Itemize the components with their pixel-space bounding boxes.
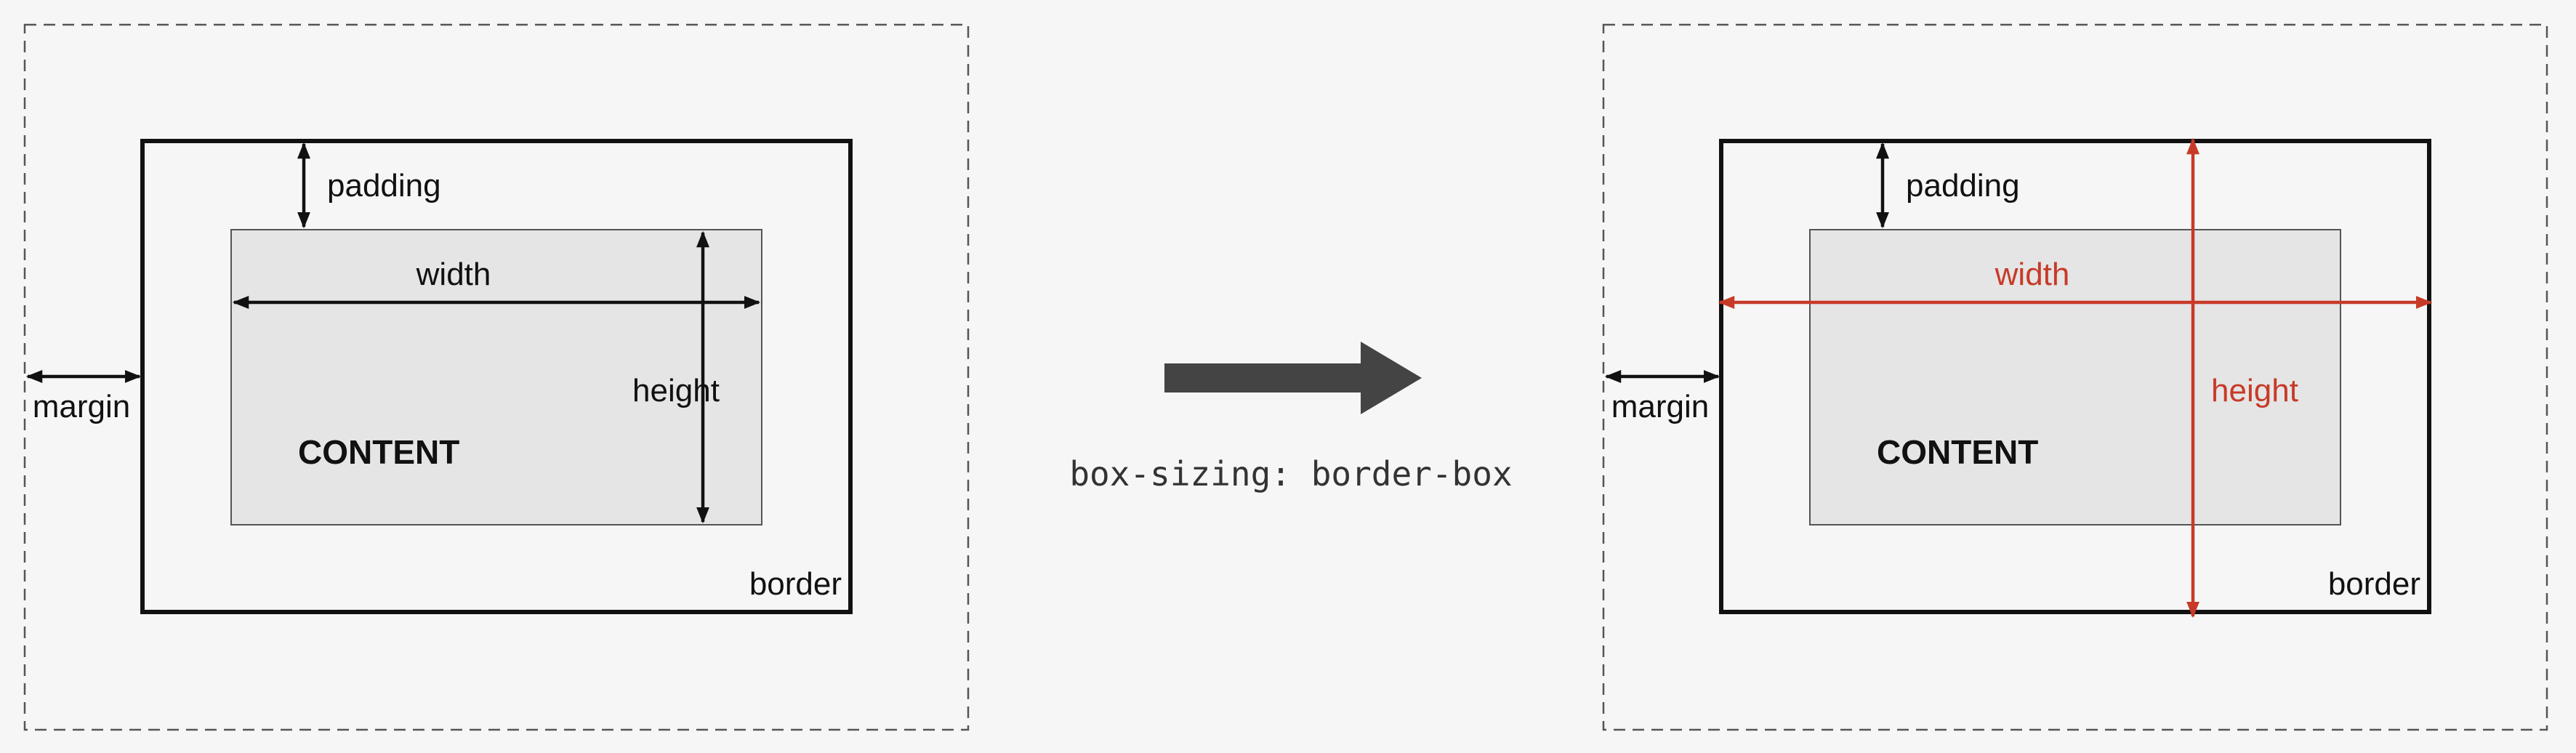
- width-label: width: [1995, 257, 2070, 292]
- border-label: border: [749, 566, 842, 602]
- margin-area: [23, 23, 970, 731]
- content-area: [230, 229, 762, 526]
- content-area: [1809, 229, 2341, 526]
- standard-box-model: margin padding width height CONTENT bord…: [23, 23, 970, 731]
- border-box: [1719, 139, 2431, 614]
- width-label: width: [416, 257, 491, 292]
- border-box: [140, 139, 853, 614]
- transition: box-sizing: border-box: [1069, 342, 1513, 494]
- border-label: border: [2328, 566, 2420, 602]
- border-box-model: margin padding width height CONTENT bord…: [1602, 23, 2548, 731]
- transition-arrow: [1164, 342, 1422, 414]
- margin-label: margin: [1611, 389, 1710, 424]
- height-label: height: [632, 373, 720, 408]
- padding-label: padding: [327, 168, 441, 204]
- padding-label: padding: [1906, 168, 2020, 204]
- margin-label: margin: [33, 389, 131, 424]
- content-label: CONTENT: [298, 433, 459, 471]
- margin-area: [1602, 23, 2548, 731]
- height-label: height: [2211, 373, 2298, 408]
- box-sizing-caption: box-sizing: border-box: [1069, 454, 1512, 494]
- content-label: CONTENT: [1877, 433, 2038, 471]
